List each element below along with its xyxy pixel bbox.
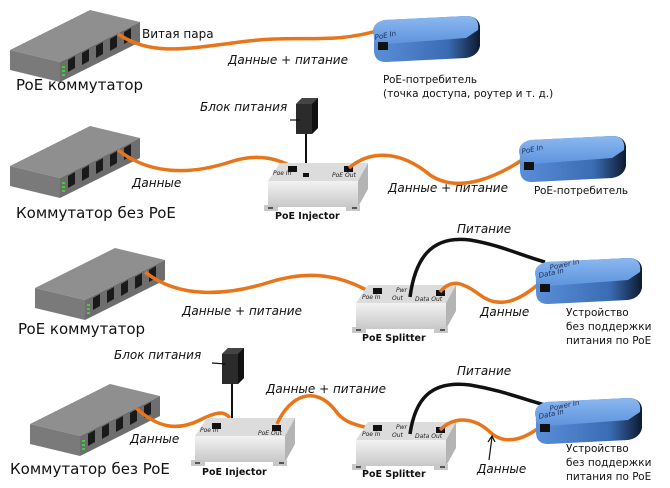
device-label-1-line-1: PoE-потребитель	[383, 74, 478, 86]
cable-label-1: Данные + питание	[228, 53, 348, 67]
device-label-4-line-1: Устройство	[566, 443, 629, 455]
cable-in-label-4: Данные	[130, 432, 180, 446]
cable-mid-label-4: Данные + питание	[266, 382, 386, 396]
power-label-3: Питание	[457, 222, 512, 236]
device-label-4: Устройство без поддержки питания по PoE	[566, 442, 651, 484]
switch-no-poe-2	[10, 126, 140, 198]
cable-data-4b	[438, 418, 547, 442]
device-label-3: Устройство без поддержки питания по PoE	[566, 306, 651, 348]
cable-power-4	[408, 382, 546, 435]
splitter-port-pwr-4a: Pwr	[396, 424, 407, 431]
device-label-4-line-2: без поддержки	[566, 457, 652, 469]
cable-data-4	[134, 406, 232, 429]
device-label-2: PoE-потребитель	[534, 185, 629, 197]
splitter-port-in-3: Poe In	[362, 294, 381, 301]
power-supply-4	[222, 348, 244, 384]
switch-label-4: Коммутатор без PoE	[10, 460, 170, 478]
cable-data-power-3	[143, 270, 371, 295]
injector-label-4: PoE Injector	[202, 467, 267, 478]
device-label-4-line-3: питания по PoE	[566, 471, 652, 483]
injector-port-in-2: Poe In	[273, 170, 292, 177]
power-supply-2	[296, 98, 318, 134]
psu-label-4: Блок питания	[114, 348, 202, 362]
splitter-port-pwr-3a: Pwr	[396, 287, 407, 294]
poe-switch-1	[10, 10, 140, 82]
data-label-4: Данные	[477, 462, 527, 476]
splitter-label-3: PoE Splitter	[362, 333, 426, 344]
cable-data-power-1	[117, 28, 381, 51]
cable-data-power-2	[347, 153, 526, 186]
injector-label-2: PoE Injector	[275, 211, 340, 222]
poe-device-2	[519, 136, 626, 182]
twisted-pair-label: Витая пара	[142, 27, 214, 41]
cable-label-3: Данные + питание	[182, 304, 302, 318]
data-arrow-4	[488, 436, 493, 461]
switch-label-1: PoE коммутатор	[16, 76, 144, 94]
injector-port-in-4: Poe In	[200, 427, 219, 434]
data-label-3: Данные	[480, 305, 530, 319]
cable-data-2	[116, 148, 296, 173]
poe-device-1	[373, 16, 480, 62]
cable-data-3	[438, 281, 542, 305]
splitter-port-in-4: Poe In	[362, 431, 381, 438]
splitter-port-data-4: Data Out	[415, 433, 443, 440]
cable-power-3	[408, 237, 546, 298]
switch-label-3: PoE коммутатор	[18, 320, 146, 338]
cable-data-power-4	[275, 394, 376, 432]
power-label-4: Питание	[457, 364, 512, 378]
poe-switch-3	[35, 248, 165, 320]
splitter-port-pwr-4b: Out	[392, 432, 403, 439]
splitter-port-pwr-3b: Out	[392, 295, 403, 302]
device-label-1-line-2: (точка доступа, роутер и т. д.)	[383, 88, 554, 100]
psu-label-2: Блок питания	[200, 100, 288, 114]
injector-port-out-4: PoE Out	[258, 430, 282, 437]
device-label-3-line-1: Устройство	[566, 307, 629, 319]
splitter-label-4: PoE Splitter	[362, 469, 426, 480]
switch-label-2: Коммутатор без PoE	[16, 204, 176, 222]
cable-out-label-2: Данные + питание	[388, 181, 508, 195]
device-label-3-line-3: питания по PoE	[566, 335, 652, 347]
device-label-1: PoE-потребитель (точка доступа, роутер и…	[383, 73, 553, 101]
cable-in-label-2: Данные	[132, 176, 182, 190]
psu-arrow-4	[211, 362, 227, 365]
injector-port-out-2: PoE Out	[332, 172, 356, 179]
device-label-3-line-2: без поддержки	[566, 321, 652, 333]
splitter-port-data-3: Data Out	[415, 296, 443, 303]
